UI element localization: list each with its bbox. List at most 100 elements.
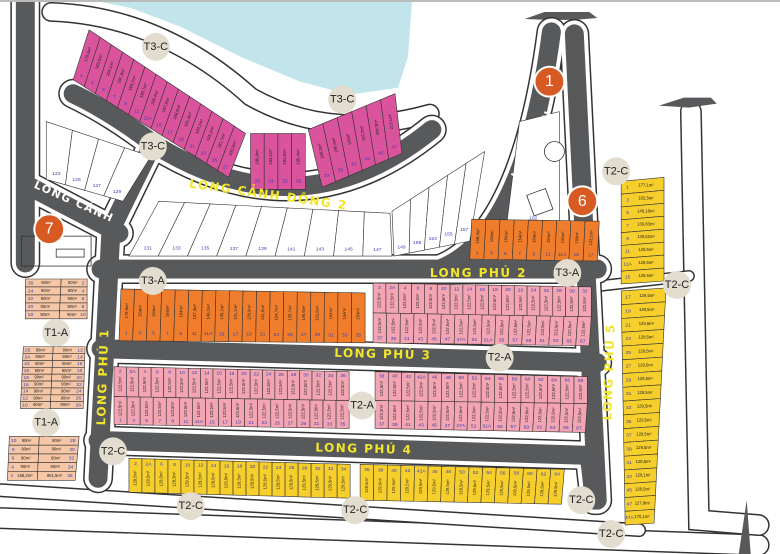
zone-marker-t2-c[interactable]: T2-C [663, 271, 691, 299]
lot[interactable]: 157 [454, 150, 486, 245]
lot[interactable]: 145 [333, 210, 365, 257]
zone-marker-t1-a[interactable]: T1-A [42, 318, 71, 347]
zone-marker-t3-a[interactable]: T3-A [553, 259, 582, 287]
zone-marker-t2-c[interactable]: T2-C [602, 157, 631, 186]
zone-marker-t3-c[interactable]: T3-C [141, 32, 170, 61]
